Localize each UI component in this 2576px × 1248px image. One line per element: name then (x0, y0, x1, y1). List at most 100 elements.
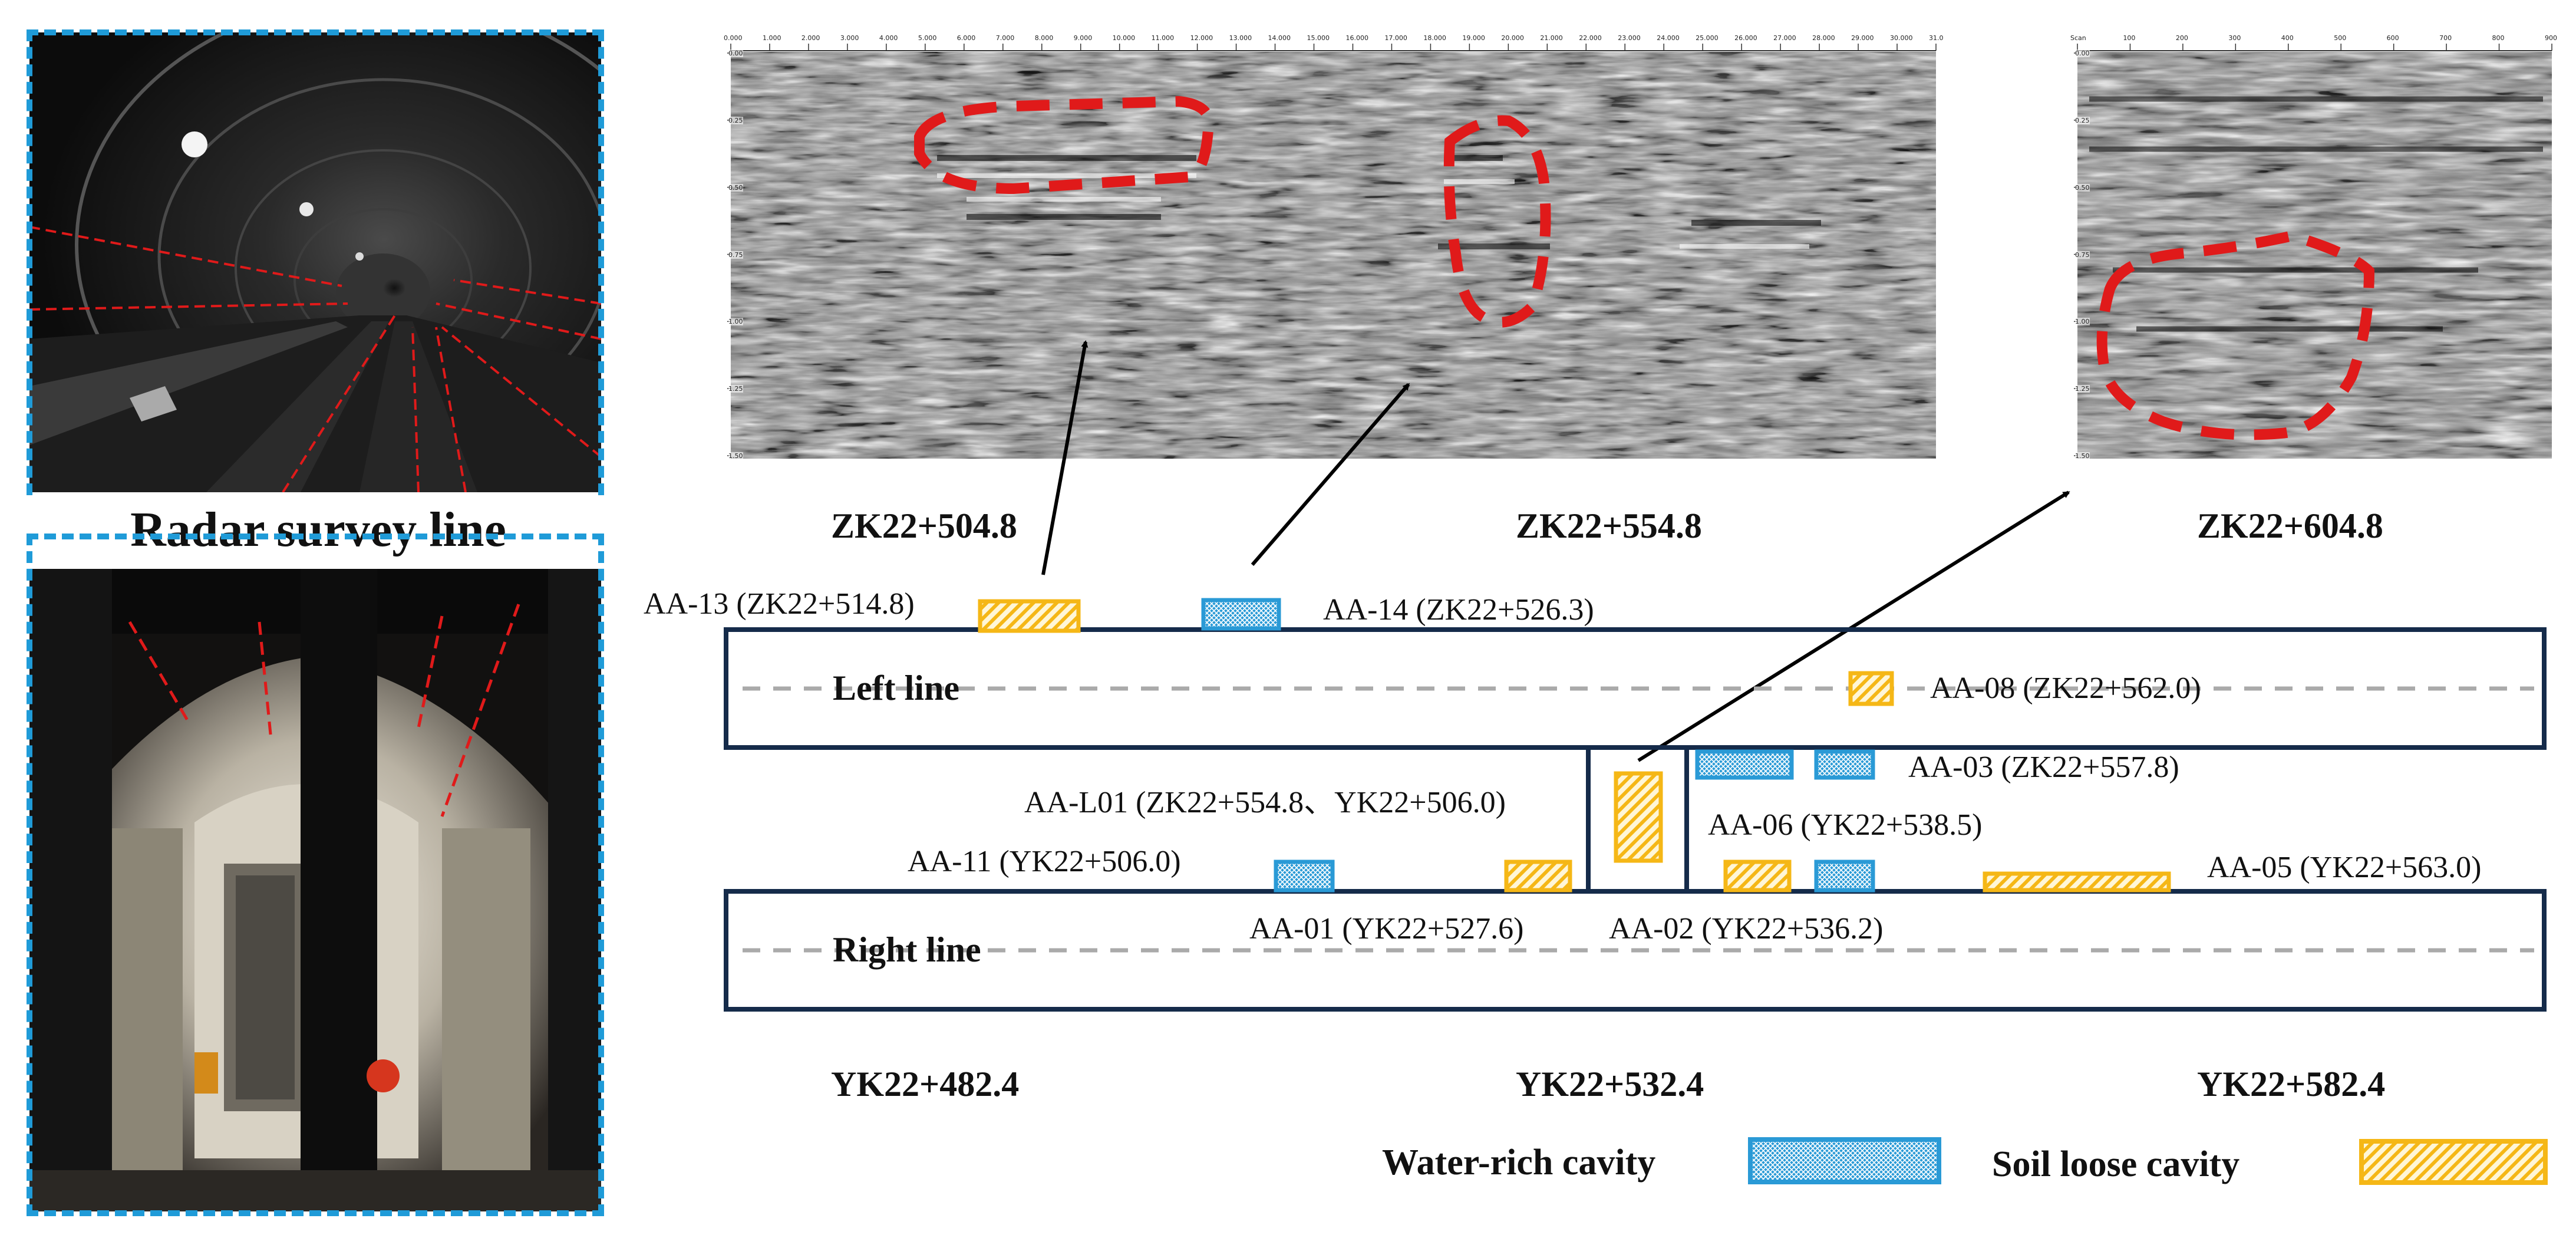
rg-right-xtick-label: 400 (2281, 34, 2294, 42)
label-aa01: AA-01 (YK22+527.6) (1249, 912, 1524, 946)
right-line-tunnel (724, 889, 2547, 1012)
rg-left-ytick-label: 1.50 (728, 452, 743, 460)
rg-left-xtick-label: 4.000 (879, 34, 898, 42)
rg-left-xtick-label: 18.000 (1423, 34, 1446, 42)
rg-left-xtick-label: 3.000 (840, 34, 859, 42)
rg-right-xtick-label: 200 (2175, 34, 2188, 42)
rg-left-xtick-label: 17.000 (1384, 34, 1407, 42)
tunnel-photo-bottom (29, 569, 601, 1211)
rg-right-ytick-label: 0.25 (2075, 116, 2090, 124)
rg-left-xtick-label: 1.000 (762, 34, 781, 42)
chainage-top-2: ZK22+554.8 (1516, 506, 1702, 545)
rg-right-xtick-label: 700 (2439, 34, 2452, 42)
label-aa03: AA-03 (ZK22+557.8) (1908, 750, 2179, 784)
rg-left-xtick-label: 16.000 (1345, 34, 1368, 42)
rg-right-xtick-label: 900 (2545, 34, 2557, 42)
label-aa02: AA-02 (YK22+536.2) (1609, 912, 1884, 946)
rg-left-xtick-label: 10.000 (1112, 34, 1136, 42)
rg-left-xtick-label: 14.000 (1268, 34, 1291, 42)
label-aa08: AA-08 (ZK22+562.0) (1930, 671, 2201, 705)
rg-left-xtick-label: 23.000 (1618, 34, 1641, 42)
marker-aa02 (1814, 860, 1875, 893)
rg-left-ytick-label: 0.75 (728, 251, 743, 259)
rg-right-ytick-label: 0.00 (2075, 50, 2090, 57)
right-line-label: Right line (833, 930, 981, 969)
legend-water-label: Water-rich cavity (1382, 1142, 1656, 1183)
rg-left-ytick-label: 0.50 (728, 183, 743, 192)
rg-left-xtick-label: 30.000 (1890, 34, 1913, 42)
rg-left-xtick-label: 20.000 (1501, 34, 1524, 42)
marker-aa05 (1983, 871, 2171, 893)
radar-survey-line-title: Radar survey line (130, 502, 506, 557)
radargram-right: Scan 100 200 300 400 500 600 700 800 900 0.00 0.25… (2066, 22, 2557, 460)
rg-left-xtick-label: 7.000 (995, 34, 1015, 42)
rg-right-xtick-label: 300 (2228, 34, 2241, 42)
chainage-top-3: ZK22+604.8 (2197, 506, 2383, 545)
label-aal01: AA-L01 (ZK22+554.8、YK22+506.0) (1024, 786, 1506, 819)
rg-left-xtick-label: 27.000 (1773, 34, 1796, 42)
rg-left-xtick-label: 2.000 (801, 34, 820, 42)
arrow-aal01 (1637, 490, 2070, 762)
marker-aa03a (1695, 749, 1794, 780)
radargram-right-image (2077, 52, 2552, 459)
marker-aa13 (978, 599, 1081, 633)
rg-left-ytick-label: 0.00 (728, 50, 743, 57)
label-aa14: AA-14 (ZK22+526.3) (1323, 593, 1594, 627)
marker-aa14 (1201, 598, 1281, 631)
marker-aa01 (1274, 860, 1335, 893)
left-line-tunnel (724, 627, 2547, 750)
rg-right-ytick-label: 1.25 (2075, 385, 2090, 393)
rg-right-xtick-label: 600 (2386, 34, 2399, 42)
tunnel-outlines (724, 627, 2547, 1012)
rg-left-ytick-label: 0.25 (728, 116, 743, 124)
rg-left-xtick-label: 28.000 (1812, 34, 1835, 42)
rg-right-ytick-label: 1.50 (2075, 452, 2090, 460)
rg-left-xtick-label: 31.0 (1929, 34, 1944, 42)
marker-aal01 (1614, 771, 1663, 863)
rg-left-xtick-label: 15.000 (1307, 34, 1330, 42)
chainage-top-1: ZK22+504.8 (831, 506, 1017, 545)
rg-right-xtick-label: 100 (2123, 34, 2136, 42)
radargram-left-image (731, 52, 1936, 459)
rg-left-xtick-label: 9.000 (1073, 34, 1093, 42)
rg-right-xtick-label: 500 (2334, 34, 2347, 42)
rg-left-xtick-label: 12.000 (1190, 34, 1213, 42)
radargram-left-svg (727, 34, 1937, 459)
tunnel-photo-top-frame (27, 29, 604, 495)
rg-left-xtick-label: 19.000 (1462, 34, 1485, 42)
marker-aa03b (1814, 749, 1875, 780)
rg-right-ytick-label: 0.50 (2075, 183, 2090, 192)
marker-aa08 (1848, 671, 1894, 706)
label-aa11: AA-11 (YK22+506.0) (908, 845, 1181, 878)
water-markers (1201, 598, 1875, 893)
chainage-bottom-2: YK22+532.4 (1516, 1065, 1704, 1104)
rg-left-xtick-label: 26.000 (1734, 34, 1757, 42)
rg-left-xtick-label: 24.000 (1657, 34, 1680, 42)
legend-soil-label: Soil loose cavity (1992, 1144, 2240, 1184)
legend-water-swatch (1748, 1137, 1941, 1184)
rg-left-ytick-label: 1.00 (728, 318, 743, 326)
rg-right-ytick-label: 1.00 (2075, 318, 2090, 326)
tunnel-photo-bottom-frame (27, 534, 604, 1216)
rg-left-xtick-label: 0.000 (724, 34, 743, 42)
label-aa13: AA-13 (ZK22+514.8) (644, 587, 915, 621)
tunnel-photo-top (29, 32, 601, 492)
tunnel-photo-top-drawing (29, 32, 601, 492)
label-aa05: AA-05 (YK22+563.0) (2207, 851, 2482, 884)
rg-right-xtick-label: 800 (2492, 34, 2505, 42)
chainage-bottom-1: YK22+482.4 (831, 1065, 1020, 1104)
rg-left-xtick-label: 21.000 (1540, 34, 1563, 42)
left-line-label: Left line (833, 669, 959, 707)
rg-left-xtick-label: 29.000 (1851, 34, 1874, 42)
tunnel-photo-bottom-drawing (29, 569, 601, 1211)
rg-left-xtick-label: 6.000 (956, 34, 976, 42)
marker-aa06 (1723, 860, 1792, 893)
rg-left-xtick-label: 8.000 (1034, 34, 1054, 42)
label-aa06: AA-06 (YK22+538.5) (1708, 808, 1983, 842)
marker-aa11 (1504, 860, 1572, 893)
rg-left-xtick-label: 25.000 (1696, 34, 1719, 42)
chainage-bottom-3: YK22+582.4 (2197, 1065, 2386, 1104)
rg-right-xtick-label: Scan (2070, 34, 2086, 42)
rg-left-ytick-label: 1.25 (728, 385, 743, 393)
